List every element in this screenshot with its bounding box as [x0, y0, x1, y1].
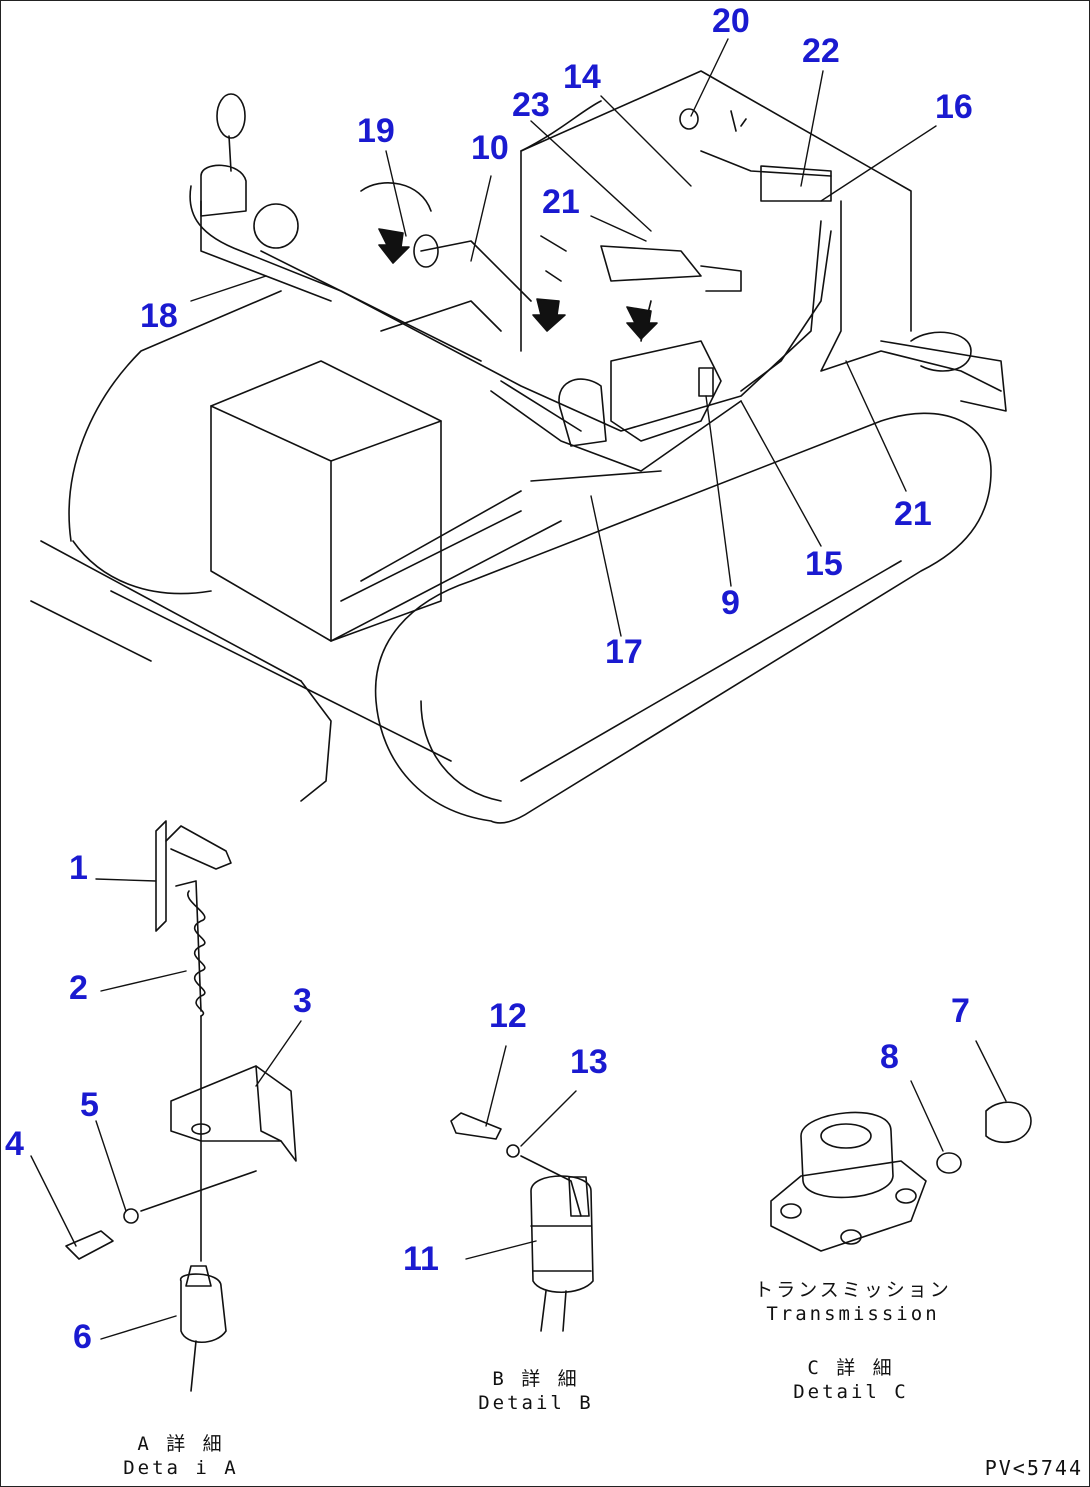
callout-8[interactable]: 8: [880, 1038, 899, 1076]
callout-14[interactable]: 14: [563, 58, 601, 96]
detail-a-leaders: [30, 878, 302, 1340]
callout-18[interactable]: 18: [140, 297, 178, 335]
callout-11[interactable]: 11: [403, 1240, 439, 1278]
view-arrows: [378, 228, 658, 340]
callout-13[interactable]: 13: [570, 1043, 608, 1081]
detail-c-leaders: [910, 1040, 1007, 1152]
callout-22[interactable]: 22: [802, 32, 840, 70]
callout-4[interactable]: 4: [5, 1125, 24, 1163]
callout-19[interactable]: 19: [357, 112, 395, 150]
arrow-a: [378, 228, 410, 264]
detail-c-drawing: [770, 1101, 1032, 1252]
caption-detail-b-en: Detail B: [478, 1391, 594, 1414]
arrow-b: [532, 298, 566, 332]
caption-detail-c: C 詳 細 Detail C: [786, 1357, 916, 1405]
caption-transmission-en: Transmission: [766, 1302, 940, 1325]
detail-b-drawing: [450, 1112, 594, 1332]
callout-21-upper[interactable]: 21: [542, 183, 580, 221]
callout-6[interactable]: 6: [73, 1318, 92, 1356]
callout-23[interactable]: 23: [512, 86, 550, 124]
caption-detail-c-en: Detail C: [793, 1380, 909, 1403]
callout-9[interactable]: 9: [721, 584, 740, 622]
caption-detail-a-jp: A 詳 細: [137, 1433, 225, 1455]
callout-16[interactable]: 16: [935, 88, 973, 126]
arrow-c: [626, 306, 658, 340]
caption-detail-c-jp: C 詳 細: [807, 1357, 895, 1379]
callout-10[interactable]: 10: [471, 129, 509, 167]
callout-12[interactable]: 12: [489, 997, 527, 1035]
callout-7[interactable]: 7: [951, 992, 970, 1030]
piping: [189, 150, 1007, 482]
callout-20[interactable]: 20: [712, 2, 750, 40]
detail-b-leaders: [465, 1045, 577, 1260]
callout-21-lower[interactable]: 21: [894, 495, 932, 533]
callout-2[interactable]: 2: [69, 969, 88, 1007]
caption-detail-b-jp: B 詳 細: [492, 1368, 580, 1390]
callout-5[interactable]: 5: [80, 1086, 99, 1124]
callout-3[interactable]: 3: [293, 982, 312, 1020]
caption-transmission: トランスミッション Transmission: [753, 1279, 953, 1327]
callout-17[interactable]: 17: [605, 633, 643, 671]
components: [200, 93, 972, 447]
machine-frame: [30, 70, 912, 802]
caption-transmission-jp: トランスミッション: [754, 1279, 952, 1301]
drawing-number: PV<5744: [984, 1456, 1083, 1480]
callout-15[interactable]: 15: [805, 545, 843, 583]
track: [374, 412, 992, 824]
callout-1[interactable]: 1: [69, 849, 88, 887]
detail-a-drawing: [65, 820, 297, 1392]
caption-detail-b: B 詳 細 Detail B: [471, 1368, 601, 1416]
caption-detail-a: A 詳 細 Deta i A: [121, 1433, 241, 1481]
caption-detail-a-en: Deta i A: [123, 1456, 239, 1479]
leader-lines: [190, 38, 937, 637]
